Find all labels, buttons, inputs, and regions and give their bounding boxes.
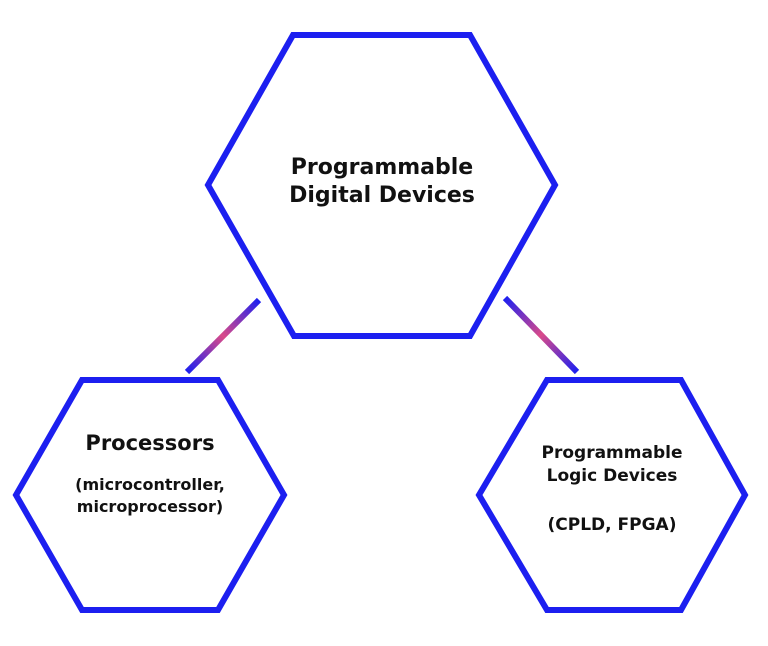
processors-label: Processors (microcontroller, microproces…	[30, 430, 270, 518]
processors-title: Processors	[85, 431, 215, 455]
pld-label: Programmable Logic Devices (CPLD, FPGA)	[492, 442, 732, 536]
processors-hexagon	[12, 377, 288, 613]
root-title-line2: Digital Devices	[289, 183, 475, 208]
connector-root-processors	[184, 297, 262, 375]
root-hexagon	[204, 32, 559, 339]
root-label: Programmable Digital Devices	[232, 154, 532, 210]
pld-title-line1: Programmable	[541, 443, 683, 463]
pld-sub: (CPLD, FPGA)	[547, 515, 677, 535]
pld-hexagon	[475, 377, 749, 613]
pld-title-line2: Logic Devices	[546, 466, 678, 486]
processors-sub-line2: microprocessor)	[76, 497, 224, 516]
connector-root-pld	[502, 295, 580, 375]
root-title-line1: Programmable	[290, 155, 474, 180]
processors-sub-line1: (microcontroller,	[75, 475, 225, 494]
